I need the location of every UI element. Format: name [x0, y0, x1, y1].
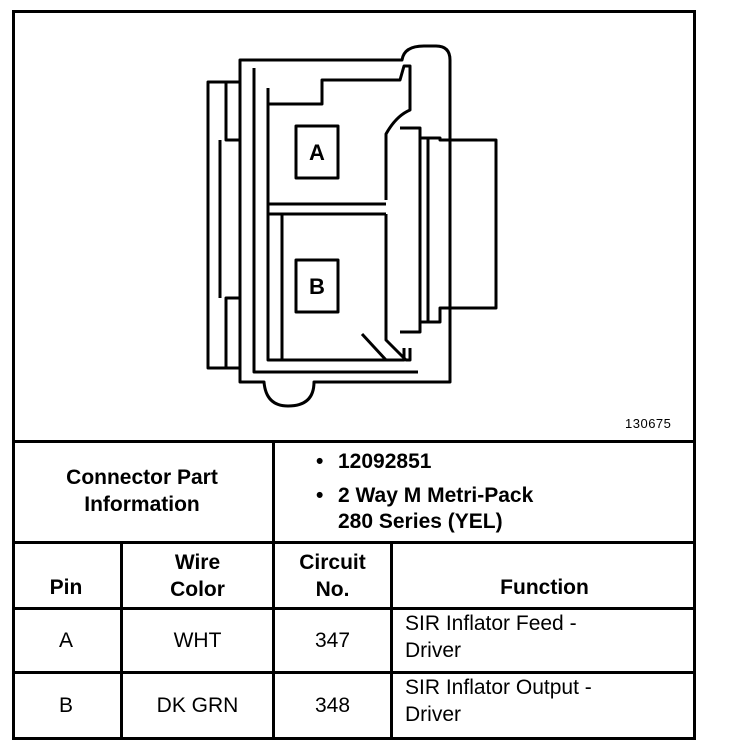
pin-value: B: [58, 694, 73, 717]
header-function-text: Function: [500, 576, 589, 599]
connector-info-table: Connector Part Information •12092851 •2 …: [12, 440, 696, 740]
wire-color-value: DK GRN: [156, 694, 239, 717]
row-separator: [12, 671, 696, 674]
header-text: Color: [170, 577, 225, 601]
function-text: SIR Inflator Output -: [405, 676, 592, 699]
pin-value: A: [58, 629, 73, 652]
diagram-frame: [12, 10, 696, 740]
column-header-separator: [12, 607, 696, 610]
connector-type-bullet: •2 Way M Metri-Pack: [316, 484, 534, 507]
heading-line: Connector Part: [66, 465, 218, 489]
row-b-wire-color: DK GRN: [123, 674, 272, 737]
column-divider: [120, 541, 123, 740]
row-b-pin: B: [12, 674, 120, 737]
connector-type: 2 Way M Metri-Pack: [338, 484, 534, 507]
row-a-pin: A: [12, 610, 120, 671]
header-text: No.: [315, 577, 350, 601]
pin-a-window: [294, 124, 340, 180]
circuit-value: 348: [314, 694, 351, 717]
row-b-circuit: 348: [275, 674, 390, 737]
row-a-wire-color: WHT: [123, 610, 272, 671]
header-pin: Pin: [12, 544, 120, 607]
connector-drawing: A B: [206, 44, 498, 408]
connector-series: 280 Series (YEL): [338, 510, 503, 533]
header-text: Circuit: [299, 550, 366, 574]
header-circuit: Circuit No.: [275, 544, 390, 607]
part-number: 12092851: [338, 450, 432, 473]
pin-b-label: B: [309, 274, 325, 299]
pin-a-label: A: [309, 140, 325, 165]
header-separator: [12, 541, 696, 544]
column-divider: [390, 541, 393, 740]
circuit-value: 347: [314, 629, 351, 652]
header-text: Wire: [174, 550, 221, 574]
wire-color-value: WHT: [173, 629, 222, 652]
heading-line: Information: [84, 492, 200, 516]
function-text: SIR Inflator Feed -: [405, 612, 577, 635]
header-wire-color: Wire Color: [123, 544, 272, 607]
part-number-bullet: •12092851: [316, 450, 432, 473]
table-top-border: [12, 440, 696, 443]
connector-body: [206, 44, 498, 408]
pin-b-window: [294, 258, 340, 314]
function-text: Driver: [405, 639, 461, 662]
header-function: Function: [393, 544, 696, 607]
connector-series-line: 280 Series (YEL): [338, 510, 503, 534]
column-divider: [272, 440, 275, 740]
connector-part-heading: Connector Part Information: [12, 440, 272, 541]
figure-number: 130675: [625, 416, 672, 431]
row-b-function: SIR Inflator Output - Driver: [405, 674, 695, 737]
row-a-function: SIR Inflator Feed - Driver: [405, 610, 695, 671]
function-text: Driver: [405, 703, 461, 726]
row-a-circuit: 347: [275, 610, 390, 671]
header-pin-text: Pin: [49, 576, 83, 599]
